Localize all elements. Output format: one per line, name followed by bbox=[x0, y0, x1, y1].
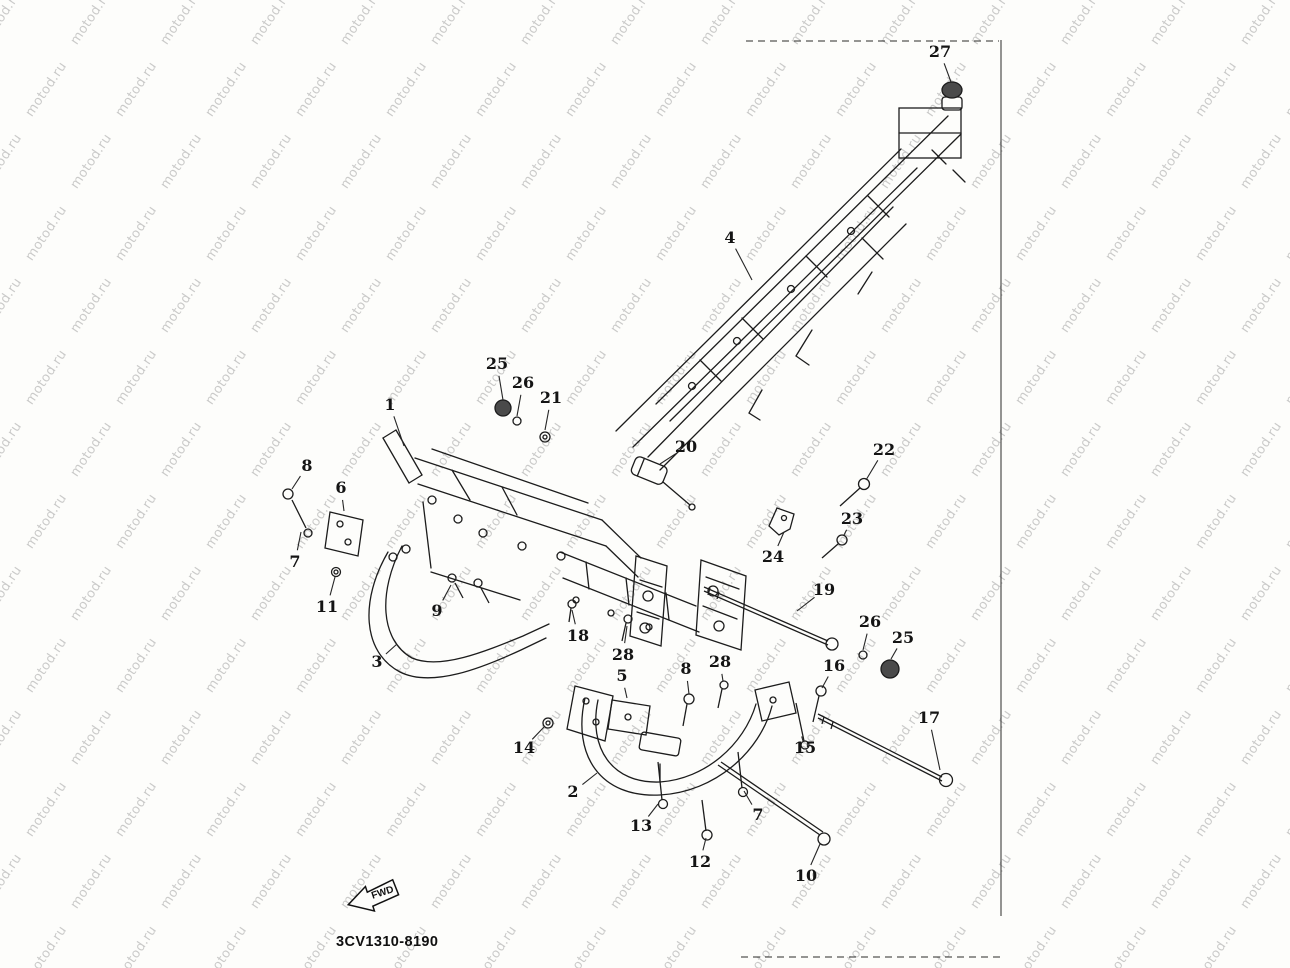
part-callout-2: 2 bbox=[567, 782, 579, 801]
part-callout-12: 12 bbox=[688, 852, 712, 871]
part-callout-23: 23 bbox=[840, 509, 864, 528]
main-frame-art bbox=[382, 429, 668, 647]
part-callout-3: 3 bbox=[371, 652, 383, 671]
part-callout-26: 26 bbox=[511, 373, 535, 392]
part-callout-22: 22 bbox=[872, 440, 896, 459]
part-callout-14: 14 bbox=[512, 738, 536, 757]
part-callout-8: 8 bbox=[680, 659, 692, 678]
part-callout-28: 28 bbox=[708, 652, 732, 671]
part-callout-24: 24 bbox=[761, 547, 785, 566]
part-callout-6: 6 bbox=[335, 478, 347, 497]
part-callout-9: 9 bbox=[431, 601, 443, 620]
part-callout-15: 15 bbox=[793, 738, 817, 757]
part-callout-1: 1 bbox=[384, 395, 396, 414]
part-callout-11: 11 bbox=[315, 597, 339, 616]
part-callout-21: 21 bbox=[539, 388, 563, 407]
part-callout-8: 8 bbox=[301, 456, 313, 475]
part-callout-19: 19 bbox=[812, 580, 836, 599]
lower-guard-art bbox=[324, 511, 797, 796]
part-callout-13: 13 bbox=[629, 816, 653, 835]
cradle-art bbox=[368, 456, 795, 679]
part-callout-28: 28 bbox=[611, 645, 635, 664]
diagram-code: 3CV1310-8190 bbox=[336, 934, 439, 950]
part-callout-18: 18 bbox=[566, 626, 590, 645]
part-callout-27: 27 bbox=[928, 42, 952, 61]
leader-lines bbox=[291, 63, 952, 866]
part-callout-26: 26 bbox=[858, 612, 882, 631]
part-callout-4: 4 bbox=[724, 228, 736, 247]
part-callout-25: 25 bbox=[891, 628, 915, 647]
hardware-art bbox=[282, 81, 963, 846]
rear-subframe-art bbox=[615, 96, 966, 471]
part-callout-7: 7 bbox=[752, 805, 764, 824]
part-callout-16: 16 bbox=[822, 656, 846, 675]
part-callout-17: 17 bbox=[917, 708, 941, 727]
part-callout-25: 25 bbox=[485, 354, 509, 373]
part-callout-7: 7 bbox=[289, 552, 301, 571]
border-lines bbox=[741, 40, 1002, 958]
part-callout-5: 5 bbox=[616, 666, 628, 685]
part-callout-10: 10 bbox=[794, 866, 818, 885]
part-callout-20: 20 bbox=[674, 437, 698, 456]
